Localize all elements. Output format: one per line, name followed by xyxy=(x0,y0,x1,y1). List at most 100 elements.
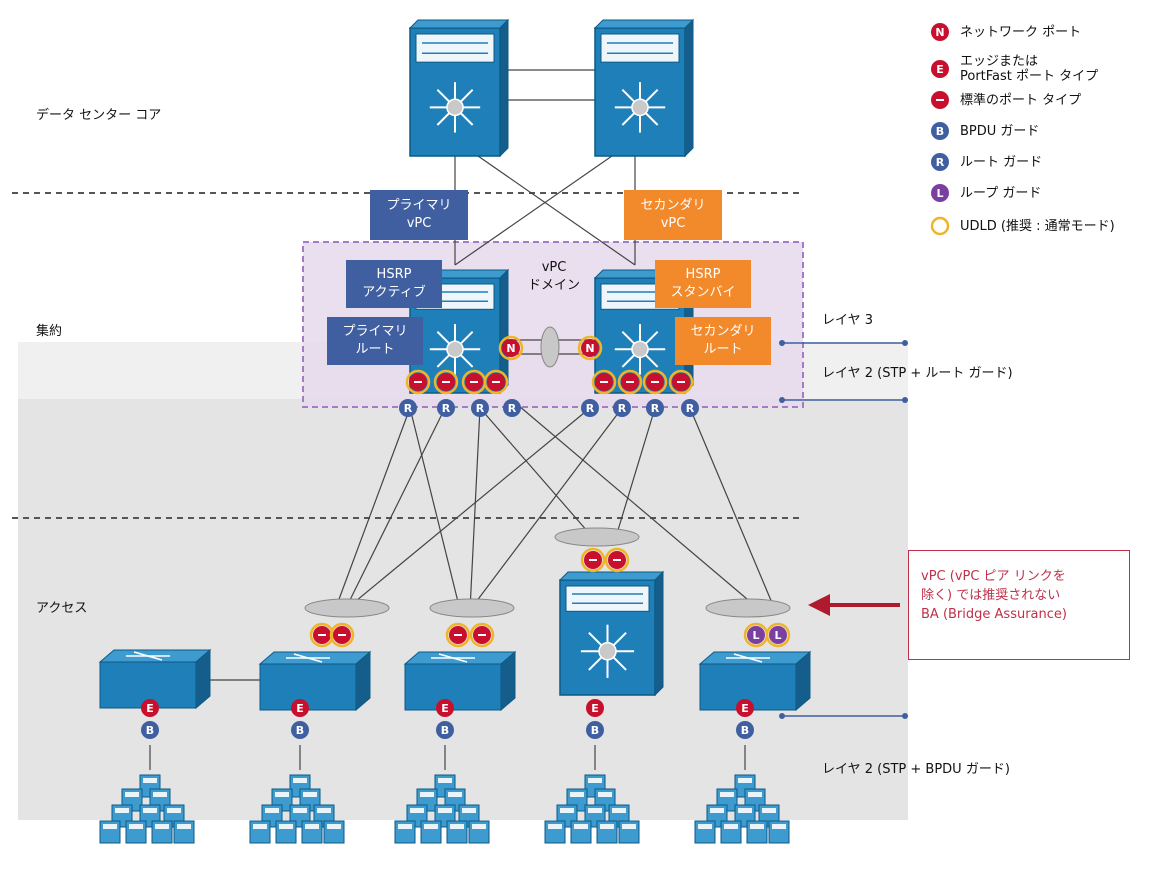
aggregation-layer-label: 集約 xyxy=(36,324,63,339)
legend-bpdu-guard-text: BPDU ガード xyxy=(960,123,1040,139)
svg-text:B: B xyxy=(591,724,599,737)
bpdu-guard-3: B xyxy=(436,721,454,739)
acc2-uplink-2 xyxy=(329,622,355,648)
core-layer-label: データ センター コア xyxy=(36,108,162,123)
svg-text:L: L xyxy=(774,629,781,642)
host-stack-4 xyxy=(544,774,640,844)
primary-vpc-box: プライマリ vPC xyxy=(370,190,468,240)
udld-ring-icon xyxy=(930,216,950,236)
peer-network-port-2: N xyxy=(577,335,603,361)
hsrp-active-box: HSRP アクティブ xyxy=(346,260,442,308)
svg-text:R: R xyxy=(686,402,695,415)
svg-text:B: B xyxy=(741,724,749,737)
legend-normal-port: 標準のポート タイプ xyxy=(930,89,1081,111)
bridge-assurance-note: vPC (vPC ピア リンクを 除く) では推奨されない BA (Bridge… xyxy=(908,550,1130,660)
host-stack-3 xyxy=(394,774,490,844)
acc5-loop-guard-1: L xyxy=(743,622,769,648)
edge-port-2: E xyxy=(291,699,309,717)
edge-port-1: E xyxy=(141,699,159,717)
svg-text:B: B xyxy=(936,125,944,138)
svg-text:N: N xyxy=(585,342,594,355)
svg-text:R: R xyxy=(651,402,660,415)
bpdu-guard-2: B xyxy=(291,721,309,739)
secondary-root-box: セカンダリ ルート xyxy=(675,317,771,365)
svg-text:N: N xyxy=(935,26,944,39)
agg1-normal-port-1 xyxy=(405,369,431,395)
svg-text:B: B xyxy=(296,724,304,737)
svg-text:B: B xyxy=(441,724,449,737)
agg2-root-guard-3: R xyxy=(646,399,664,417)
agg2-normal-port-1 xyxy=(591,369,617,395)
access-switch-1 xyxy=(98,648,212,710)
bpdu-guard-4: B xyxy=(586,721,604,739)
bpdu-guard-icon: B xyxy=(931,122,949,140)
svg-text:R: R xyxy=(442,402,451,415)
edge-port-4: E xyxy=(586,699,604,717)
legend-bpdu-guard: B BPDU ガード xyxy=(930,120,1039,142)
normal-port-icon xyxy=(931,91,949,109)
primary-root-line2: ルート xyxy=(355,342,395,357)
svg-text:R: R xyxy=(586,402,595,415)
port-channels xyxy=(304,326,791,618)
agg2-root-guard-4: R xyxy=(681,399,699,417)
legend-network-port: N ネットワーク ポート xyxy=(930,21,1081,43)
acc2-uplink-1 xyxy=(309,622,335,648)
svg-text:L: L xyxy=(936,187,943,200)
legend-normal-port-text: 標準のポート タイプ xyxy=(960,92,1082,108)
secondary-root-line1: セカンダリ xyxy=(690,324,756,339)
agg1-root-guard-4: R xyxy=(503,399,521,417)
edge-line1: エッジまたは xyxy=(960,54,1039,69)
acc5-loop-guard-2: L xyxy=(765,622,791,648)
acc4-uplink-2 xyxy=(604,547,630,573)
svg-text:B: B xyxy=(146,724,154,737)
note-line1: vPC (vPC ピア リンクを xyxy=(921,569,1066,584)
access-switch-3 xyxy=(403,650,517,712)
peer-network-port-1: N xyxy=(498,335,524,361)
acc4-uplink-1 xyxy=(580,547,606,573)
secondary-root-line2: ルート xyxy=(703,342,743,357)
svg-text:E: E xyxy=(936,63,944,76)
svg-text:E: E xyxy=(146,702,154,715)
agg2-normal-port-3 xyxy=(642,369,668,395)
legend-udld: UDLD (推奨 : 通常モード) xyxy=(930,215,1115,237)
bpdu-guard-1: B xyxy=(141,721,159,739)
host-stack-5 xyxy=(694,774,790,844)
agg1-root-guard-1: R xyxy=(399,399,417,417)
secondary-vpc-line1: セカンダリ xyxy=(640,198,706,213)
host-stack-2 xyxy=(249,774,345,844)
svg-text:R: R xyxy=(936,156,945,169)
layer3-label: レイヤ 3 xyxy=(822,313,874,328)
primary-root-box: プライマリ ルート xyxy=(327,317,423,365)
hsrp-active-line1: HSRP xyxy=(376,267,412,282)
agg2-root-guard-2: R xyxy=(613,399,631,417)
edge-port-3: E xyxy=(436,699,454,717)
primary-root-line1: プライマリ xyxy=(342,324,408,339)
hsrp-active-line2: アクティブ xyxy=(362,285,426,300)
agg1-normal-port-3 xyxy=(461,369,487,395)
layer2-root-label: レイヤ 2 (STP + ルート ガード) xyxy=(822,366,1013,381)
legend-loop-guard-text: ループ ガード xyxy=(960,185,1042,201)
secondary-vpc-line2: vPC xyxy=(660,216,686,231)
agg2-root-guard-1: R xyxy=(581,399,599,417)
svg-text:R: R xyxy=(404,402,413,415)
core-switch-1 xyxy=(408,18,510,158)
note-line3: BA (Bridge Assurance) xyxy=(921,607,1067,622)
root-guard-icon: R xyxy=(931,153,949,171)
agg2-normal-port-2 xyxy=(617,369,643,395)
agg1-normal-port-4 xyxy=(483,369,509,395)
hsrp-standby-box: HSRP スタンバイ xyxy=(655,260,751,308)
edge-port-icon: E xyxy=(931,60,949,78)
access-switch-5 xyxy=(698,650,812,712)
agg1-root-guard-3: R xyxy=(471,399,489,417)
svg-text:E: E xyxy=(296,702,304,715)
network-port-icon: N xyxy=(931,23,949,41)
hsrp-standby-line1: HSRP xyxy=(685,267,721,282)
layer2-bpdu-label: レイヤ 2 (STP + BPDU ガード) xyxy=(822,762,1010,777)
agg1-normal-port-2 xyxy=(433,369,459,395)
agg1-root-guard-2: R xyxy=(437,399,455,417)
edge-port-5: E xyxy=(736,699,754,717)
loop-guard-icon: L xyxy=(931,184,949,202)
vpc-domain-line2: ドメイン xyxy=(528,278,581,293)
svg-text:R: R xyxy=(476,402,485,415)
